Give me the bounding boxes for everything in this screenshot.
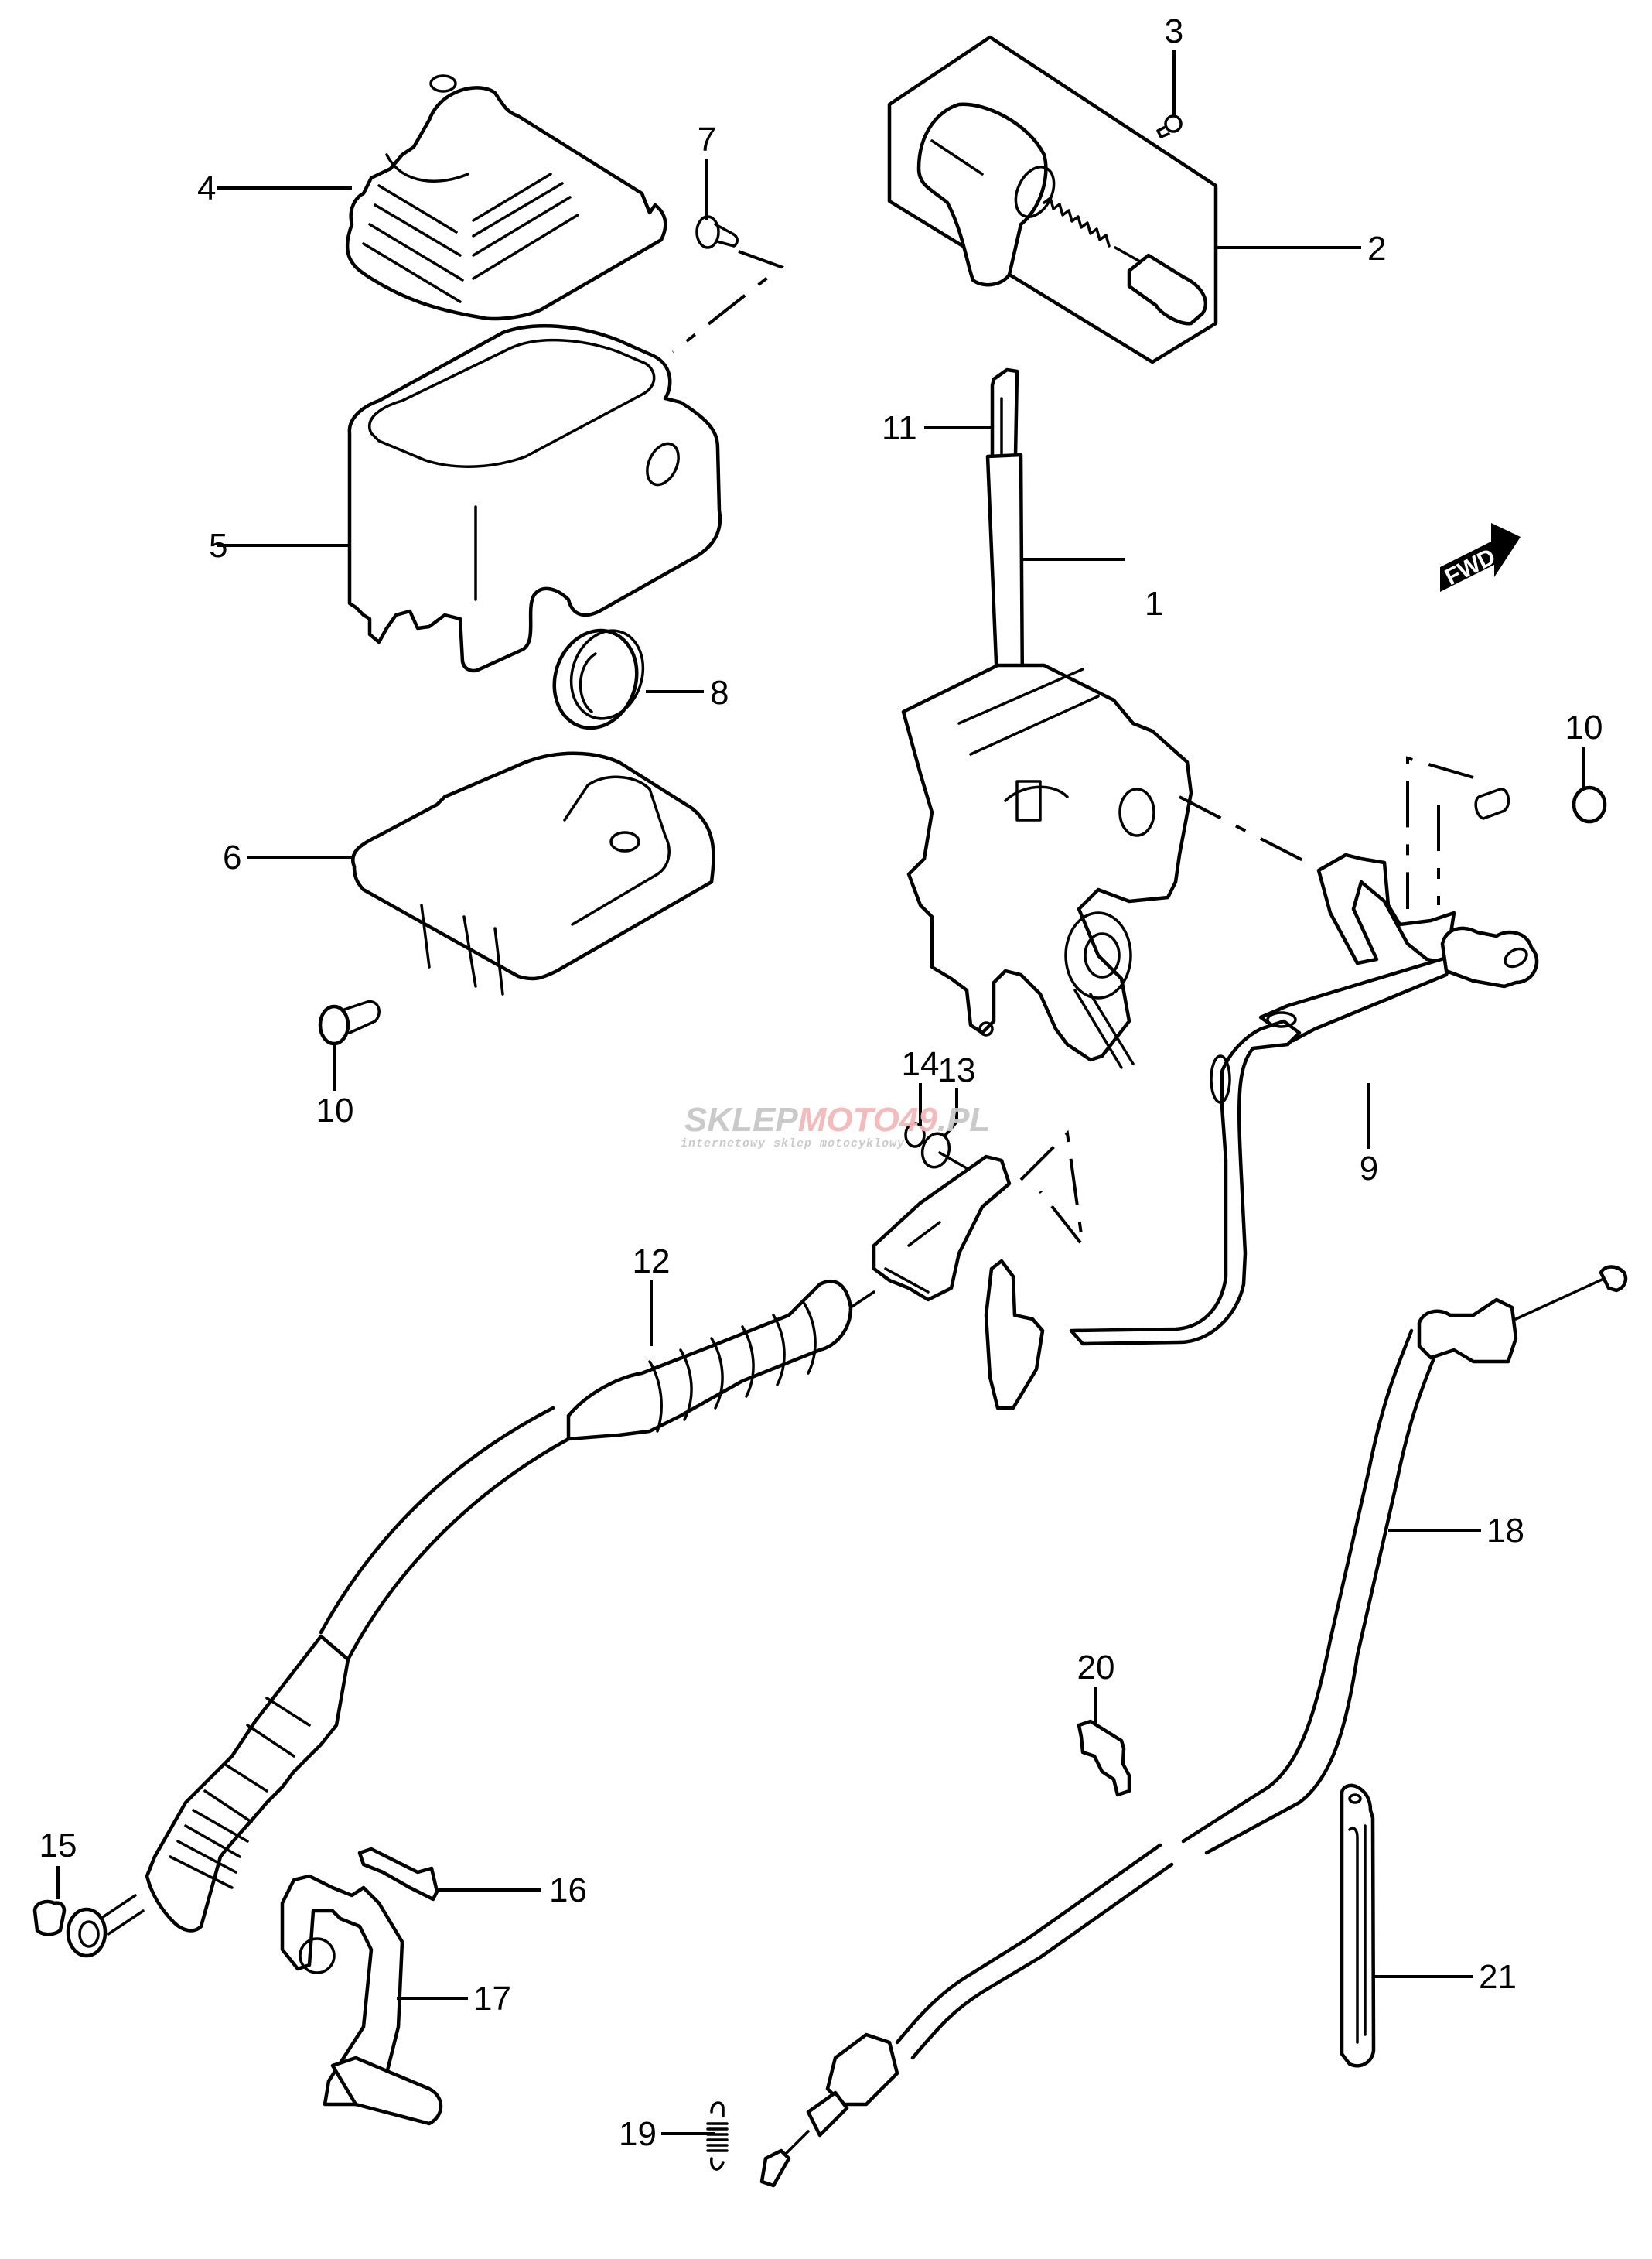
callout-3[interactable]: 3: [1165, 12, 1183, 50]
callout-12[interactable]: 12: [633, 1242, 671, 1280]
part-5-housing-cover[interactable]: [217, 324, 722, 673]
screw-icon: [695, 215, 720, 249]
fwd-arrow-icon: FWD: [1440, 523, 1521, 592]
watermark-brand-suffix: .PL: [937, 1101, 990, 1139]
adjuster-nut-icon: [825, 2032, 899, 2107]
part-6-lower-cover[interactable]: [247, 751, 715, 996]
fwd-label: FWD: [1441, 544, 1500, 590]
callout-7[interactable]: 7: [698, 121, 716, 159]
callout-17[interactable]: 17: [473, 1980, 511, 2018]
callout-10-right[interactable]: 10: [1565, 709, 1603, 747]
part-10-bolt-left[interactable]: [318, 1000, 381, 1091]
part-8-grommet[interactable]: [542, 620, 704, 739]
cable-run-icon: [319, 1406, 571, 1662]
callout-18[interactable]: 18: [1486, 1512, 1524, 1550]
clamp-icon: [1077, 1719, 1131, 1797]
part-17-cable-bracket[interactable]: [280, 1874, 468, 2126]
bolt-icon: [1474, 788, 1510, 820]
callout-2[interactable]: 2: [1367, 230, 1386, 268]
callout-14[interactable]: 14: [902, 1045, 940, 1083]
callout-13[interactable]: 13: [938, 1051, 976, 1089]
callout-11[interactable]: 11: [882, 409, 917, 447]
part-20-clamp[interactable]: [1077, 1687, 1131, 1797]
callout-6[interactable]: 6: [223, 839, 241, 877]
boot-icon: [345, 86, 667, 321]
lever-rod-icon: [990, 367, 1019, 459]
watermark-brand-number: 49: [899, 1101, 937, 1139]
cable-end-icon: [872, 1154, 1012, 1302]
part-18-interlock-cable[interactable]: [1181, 1265, 1628, 1855]
svg-text:SKLEPMOTO49.PL: SKLEPMOTO49.PL: [684, 1101, 990, 1139]
callout-5[interactable]: 5: [209, 527, 227, 565]
spring-icon: [706, 2101, 729, 2171]
cable-lower-end-icon: [145, 1634, 350, 1933]
part-7-screw[interactable]: [671, 159, 785, 354]
bolt-icon: [318, 1004, 350, 1046]
screw-icon: [1164, 114, 1183, 133]
part-16-cable-clip[interactable]: [357, 1847, 541, 1902]
knob-icon: [916, 102, 1048, 287]
lower-cover-icon: [351, 751, 715, 981]
clip-icon: [357, 1847, 439, 1902]
callout-16[interactable]: 16: [549, 1871, 587, 1909]
bracket-icon: [1316, 853, 1456, 965]
callout-1[interactable]: 1: [1145, 585, 1163, 623]
lever-base-icon: [901, 663, 1193, 1062]
callout-21[interactable]: 21: [1479, 1958, 1517, 1996]
grommet-icon: [552, 628, 639, 730]
part-21-holder[interactable]: [1340, 1783, 1473, 2068]
washer-icon: [920, 1132, 951, 1169]
callout-15[interactable]: 15: [39, 1827, 77, 1864]
watermark-tagline: internetowy sklep motocyklowy: [681, 1137, 905, 1150]
part-19-spring[interactable]: [661, 2101, 729, 2171]
part-10-bolt-right[interactable]: [1406, 747, 1607, 909]
part-12-shift-cable[interactable]: [66, 1154, 1012, 1958]
callout-8[interactable]: 8: [710, 674, 729, 712]
callout-19[interactable]: 19: [619, 2115, 657, 2153]
lever-shaft-icon: [985, 453, 1025, 702]
rod-end-eye-icon: [66, 1907, 108, 1958]
part-15-nut[interactable]: [32, 1866, 67, 1936]
part-4-shift-boot[interactable]: [217, 74, 667, 321]
watermark-brand-red: MOTO: [798, 1101, 899, 1139]
callout-9[interactable]: 9: [1360, 1150, 1378, 1188]
nut-icon: [32, 1899, 67, 1936]
knob-button-icon: [1127, 253, 1208, 326]
bracket-arm-icon: [1069, 1019, 1302, 1346]
cable-end-icon: [1417, 1297, 1518, 1364]
knob-set-enclosure: [887, 35, 1218, 364]
part-2-knob-set[interactable]: [887, 35, 1361, 364]
part-11-lever-rod[interactable]: [924, 367, 1019, 459]
part-3-screw[interactable]: [1156, 50, 1183, 138]
callout-4[interactable]: 4: [197, 169, 216, 207]
cable-boot-icon: [566, 1280, 853, 1441]
housing-cover-icon: [347, 324, 722, 673]
part-1-shift-lever[interactable]: [901, 453, 1193, 1069]
watermark: SKLEPMOTO49.PL internetowy sklep motocyk…: [681, 1101, 990, 1150]
part-14-clip[interactable]: [904, 1083, 926, 1148]
spring-icon: [1043, 197, 1111, 248]
cable-bracket-icon: [280, 1874, 404, 2107]
part-9-bracket[interactable]: [984, 853, 1539, 1410]
watermark-brand-grey: SKLEP: [684, 1101, 798, 1139]
e-ring-icon: [904, 1122, 926, 1148]
callout-20[interactable]: 20: [1077, 1649, 1115, 1687]
callout-10-left[interactable]: 10: [316, 1092, 354, 1130]
part-18-lower-run[interactable]: [759, 1843, 1174, 2188]
interlock-cable-icon: [1181, 1328, 1441, 1855]
